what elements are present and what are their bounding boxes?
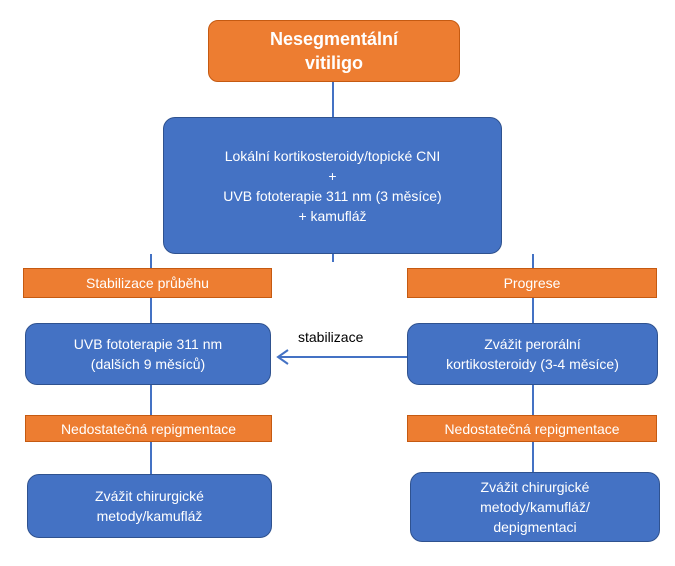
initial-treatment-box: Lokální kortikosteroidy/topické CNI + UV…	[163, 117, 502, 254]
right-box2-line3: depigmentaci	[493, 519, 577, 535]
left-box2-line2: metody/kamufláž	[96, 508, 203, 524]
left-box1-line2: (dalších 9 měsíců)	[90, 356, 206, 372]
left-warning: Nedostatečná repigmentace	[25, 415, 272, 442]
title-line1: Nesegmentální	[269, 29, 399, 49]
connector-right-header-box	[532, 298, 534, 323]
right-warning: Nedostatečná repigmentace	[407, 415, 657, 442]
right-box1-line2: kortikosteroidy (3-4 měsíce)	[446, 356, 619, 372]
right-box2-line1: Zvážit chirurgické	[480, 479, 590, 495]
arrow-label: stabilizace	[298, 329, 364, 345]
left-box2: Zvážit chirurgické metody/kamufláž	[27, 474, 272, 538]
initial-treatment-line4: + kamufláž	[298, 207, 367, 224]
right-header: Progrese	[407, 268, 657, 298]
right-box1-line1: Zvážit perorální	[484, 336, 581, 352]
title-line2: vitiligo	[304, 53, 363, 73]
left-header: Stabilizace průběhu	[23, 268, 272, 298]
left-box1-line1: UVB fototerapie 311 nm	[73, 336, 223, 352]
connector-title-top	[332, 81, 334, 117]
left-box2-line1: Zvážit chirurgické	[95, 488, 204, 504]
connector-top-left	[150, 254, 152, 268]
connector-left-box-warning	[150, 385, 152, 415]
right-box1: Zvážit perorální kortikosteroidy (3-4 mě…	[407, 323, 658, 385]
stabilizace-arrow	[276, 349, 409, 365]
right-box2-line2: metody/kamufláž/	[480, 499, 590, 515]
initial-treatment-line2: +	[328, 167, 337, 184]
connector-left-header-box	[150, 298, 152, 323]
connector-right-box-warning	[532, 385, 534, 415]
initial-treatment-line3: UVB fototerapie 311 nm (3 měsíce)	[223, 187, 442, 204]
title-box: Nesegmentální vitiligo	[208, 20, 460, 82]
connector-right-warning-box	[532, 442, 534, 472]
connector-top-down	[332, 252, 334, 262]
initial-treatment-line1: Lokální kortikosteroidy/topické CNI	[224, 147, 441, 164]
connector-left-warning-box	[150, 442, 152, 474]
connector-top-right	[532, 254, 534, 268]
left-box1: UVB fototerapie 311 nm (dalších 9 měsíců…	[25, 323, 271, 385]
right-box2: Zvážit chirurgické metody/kamufláž/ depi…	[410, 472, 660, 542]
